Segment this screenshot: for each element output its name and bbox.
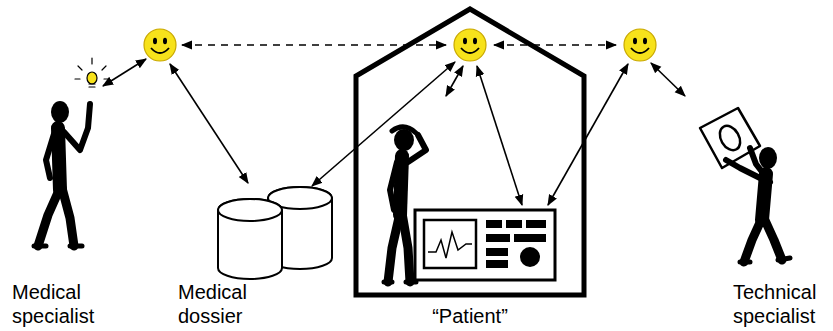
technician-node: Technical specialist	[733, 100, 833, 328]
dossier-node: Medical dossier	[178, 180, 278, 328]
house-outline	[353, 6, 587, 298]
node-label: “Patient”	[353, 304, 587, 328]
specialist-figure	[34, 58, 109, 246]
node-label: Medical dossier	[178, 280, 278, 328]
specialist-node: Medical specialist	[12, 60, 112, 328]
node-label: Medical specialist	[12, 280, 112, 328]
house-node: “Patient”	[353, 6, 587, 328]
technician-figure	[700, 108, 790, 262]
node-label: Technical specialist	[733, 280, 833, 328]
monitor-device	[415, 210, 555, 280]
database-cylinder	[218, 187, 332, 279]
house-outline	[356, 9, 584, 295]
dashed-link	[182, 44, 616, 46]
smiley-face	[144, 29, 656, 61]
